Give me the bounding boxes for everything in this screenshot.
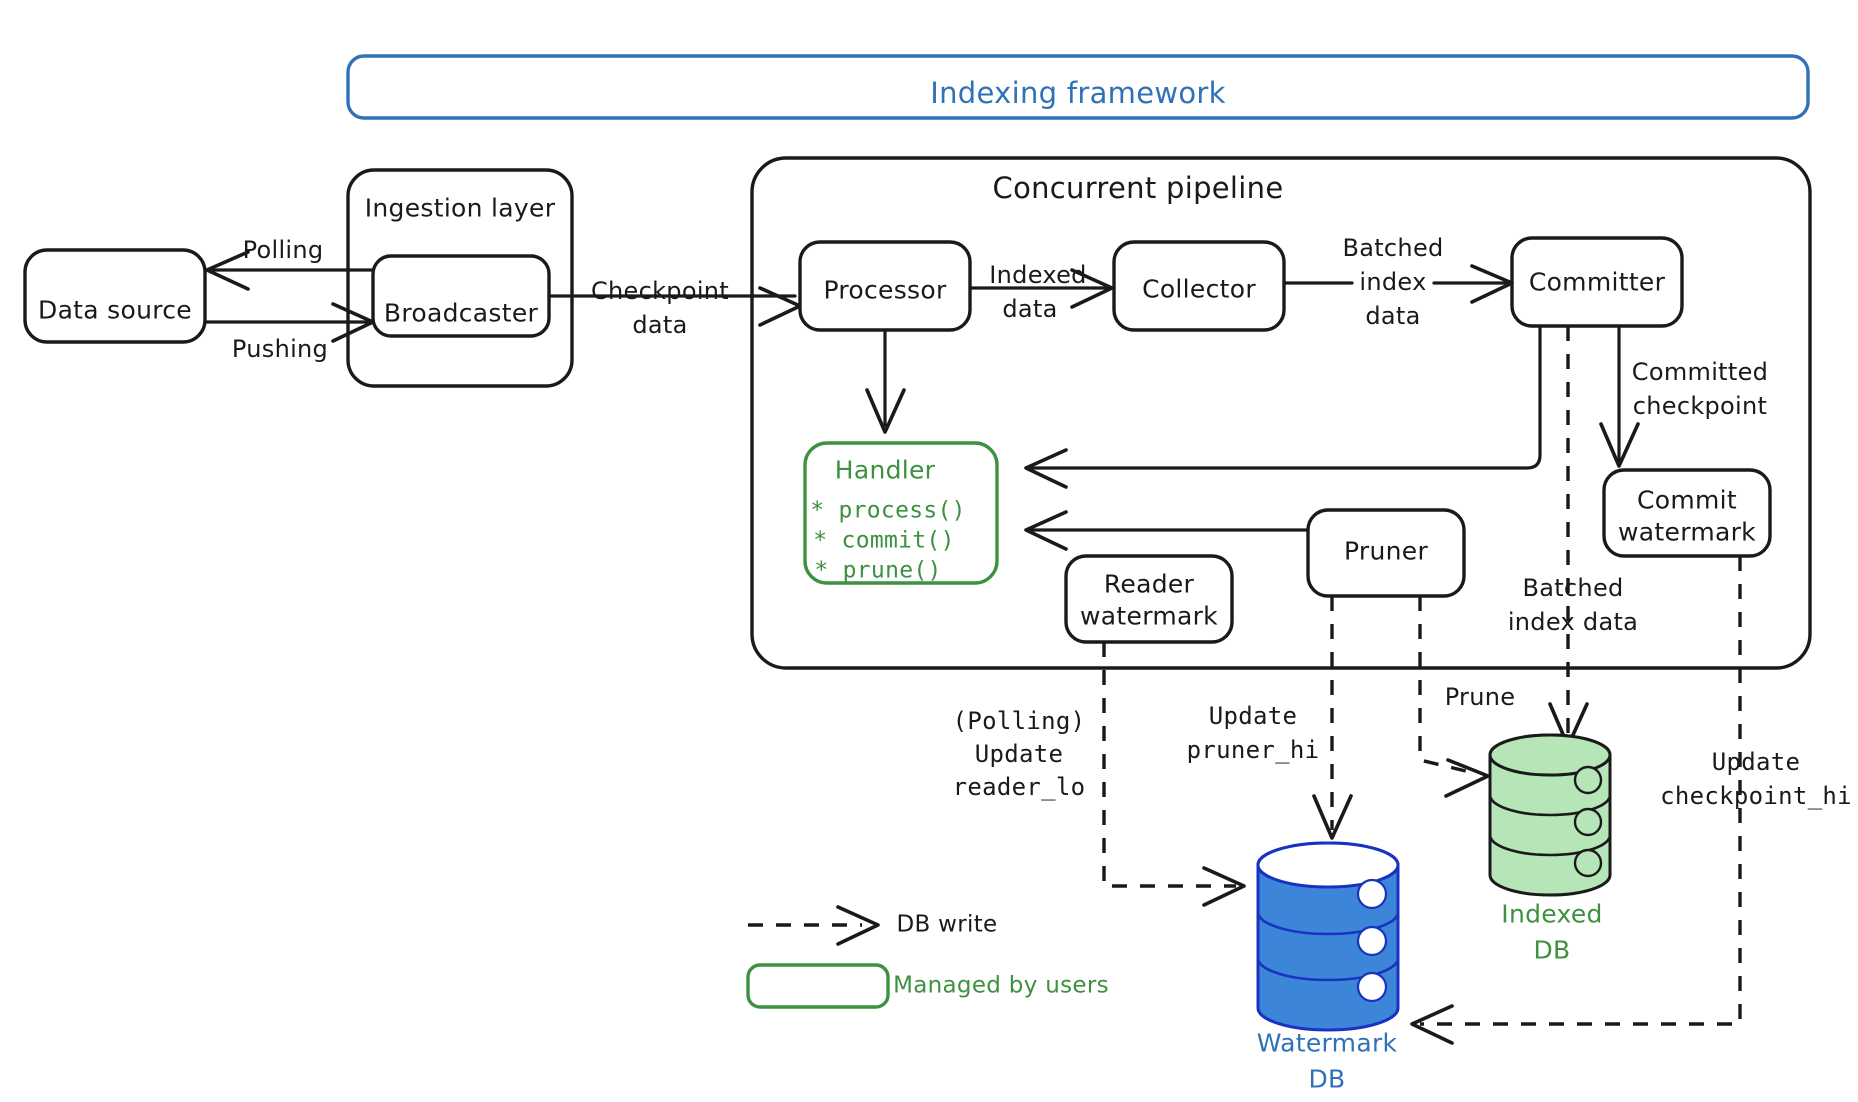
commit-watermark-db-write [1420,556,1742,1026]
commit-watermark-node[interactable] [1602,468,1772,558]
commit-watermark-db-arrowhead [1410,1004,1454,1045]
indexed-data-arrowhead [1070,268,1114,309]
concurrent-pipeline-frame [750,156,1812,670]
broadcaster-node[interactable] [371,254,551,338]
legend-arrowhead [836,905,880,946]
indexing-framework-frame [346,54,1810,120]
collector-node[interactable] [1112,240,1286,332]
prune-db-write [1418,596,1471,774]
pushing-arrowhead [331,302,375,343]
reader-watermark-db-write [1102,642,1236,888]
reader-watermark-node[interactable] [1064,554,1234,644]
pruner-db-arrowhead [1312,794,1353,840]
handler-node[interactable] [803,441,999,585]
batched-index-arrowhead [1470,264,1514,304]
pruner-node[interactable] [1306,508,1466,598]
reader-watermark-db-arrowhead [1202,866,1246,907]
committer-handler-edge [1028,324,1542,470]
prune-arrowhead [1444,758,1490,798]
committer-node[interactable] [1510,236,1684,328]
processor-handler-arrowhead [865,388,906,434]
processor-node[interactable] [798,240,972,332]
watermark-db-cylinder[interactable] [1256,841,1400,1032]
legend-green-swatch [746,963,890,1009]
data-source-node[interactable] [23,248,207,344]
committer-handler-arrowhead [1024,448,1068,489]
polling-arrowhead [205,250,250,291]
indexed-db-cylinder[interactable] [1488,733,1612,897]
pruner-handler-arrowhead [1024,510,1068,551]
committed-checkpoint-arrowhead [1599,422,1640,468]
